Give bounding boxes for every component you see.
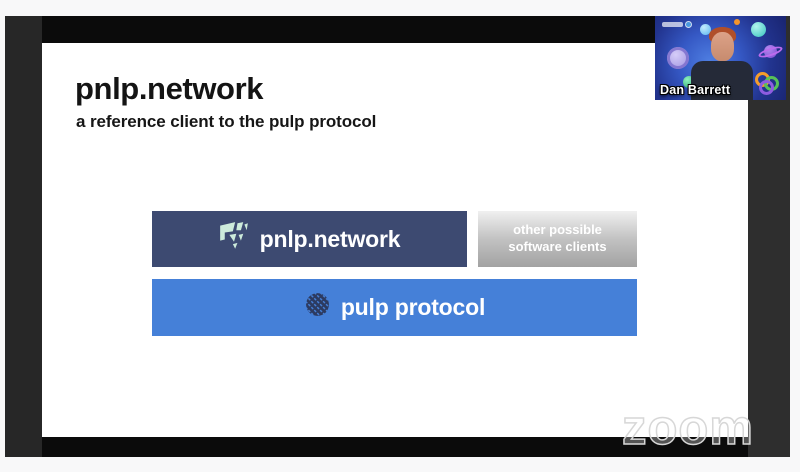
teal-sphere-icon	[751, 22, 766, 37]
slide-subtitle: a reference client to the pulp protocol	[76, 112, 377, 131]
video-player[interactable]: pnlp.network a reference client to the p…	[5, 16, 790, 457]
knot-ring-purple-icon	[759, 80, 774, 95]
speaker-shirt	[691, 61, 753, 100]
pnlp-shards-icon	[219, 221, 249, 257]
shared-slide: pnlp.network a reference client to the p…	[42, 43, 748, 437]
zoom-watermark: zoom	[621, 400, 754, 456]
protocol-box-label: pulp protocol	[340, 294, 486, 320]
slide-title: pnlp.network	[75, 71, 264, 106]
diagram-box-pnlp-client: pnlp.network	[152, 211, 467, 267]
diagram-box-pulp-protocol: pulp protocol	[152, 279, 637, 336]
coin-icon	[667, 47, 689, 69]
webcam-thumbnail: Dan Barrett	[655, 16, 786, 100]
blue-sphere-icon	[700, 24, 711, 35]
orange-dot-icon	[734, 19, 740, 25]
saturn-planet-icon	[764, 45, 777, 58]
stream-logo-icon	[662, 21, 692, 28]
client-box-label: pnlp.network	[259, 225, 401, 252]
diagram-box-other-clients: other possible software clients	[478, 211, 637, 267]
speaker-name-label: Dan Barrett	[660, 83, 731, 97]
pulp-maze-icon	[304, 291, 331, 324]
pillarbox-left	[5, 16, 42, 457]
other-clients-label: other possible software clients	[508, 222, 607, 254]
speaker-face	[711, 32, 734, 61]
